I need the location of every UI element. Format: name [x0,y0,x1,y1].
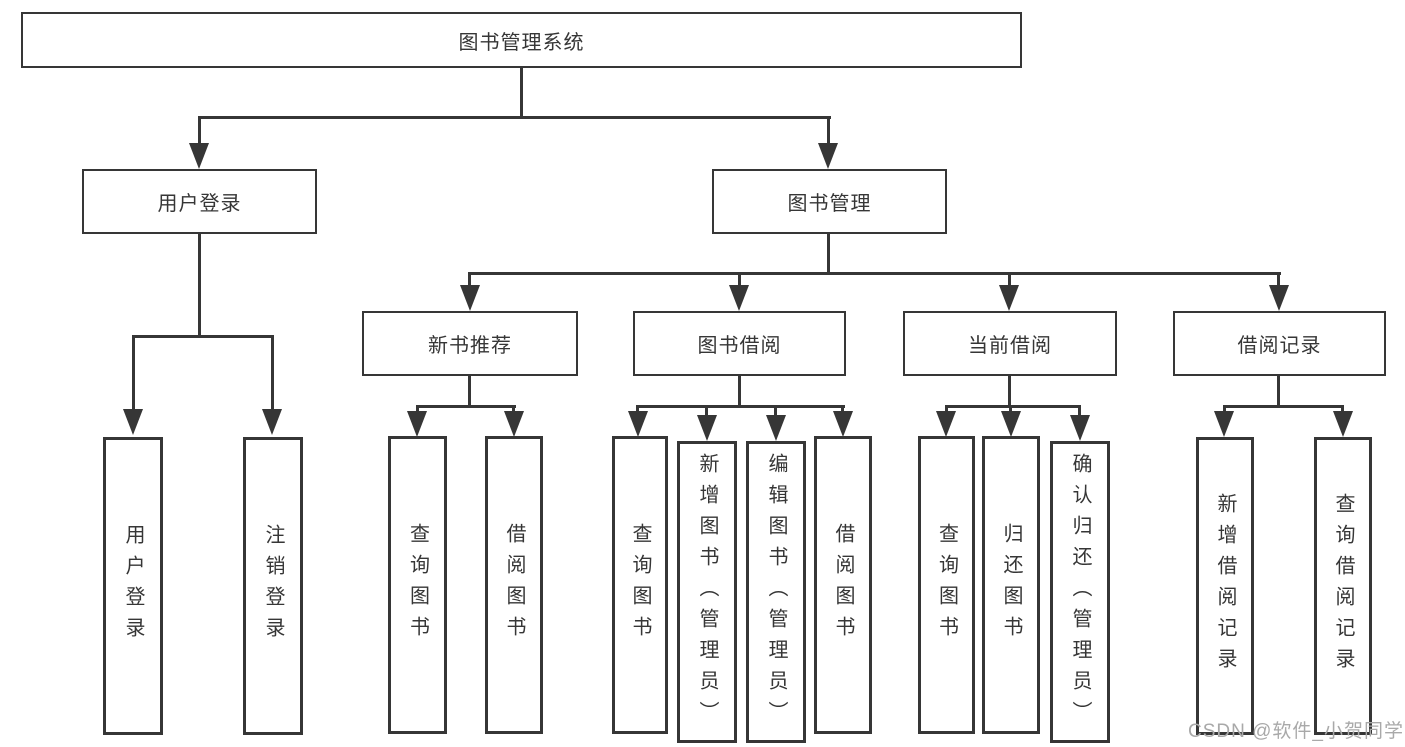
arrow-down [1333,411,1353,437]
node-current-borrow-label: 当前借阅 [968,335,1052,357]
leaf-return-books: 归还图书 [982,436,1040,734]
connector-line [1277,272,1280,287]
connector-root-stem [520,68,523,118]
leaf-query-books-recommend: 查询图书 [388,436,447,734]
arrow-down [1070,415,1090,441]
node-new-book-recommend: 新书推荐 [362,311,578,376]
connector-line [468,272,471,287]
connector-line [132,335,135,411]
arrow-down [504,411,524,437]
arrow-down [262,409,282,435]
leaf-add-book-admin: 新增图书（管理员） [677,441,737,743]
arrow-down [628,411,648,437]
leaf-query-borrow-record-label: 查询借阅记录 [1332,493,1354,679]
arrow-down [407,411,427,437]
connector-new-book-stem [468,375,471,407]
arrow-down [729,285,749,311]
connector-line [271,335,274,411]
connector-records-stem [1277,375,1280,407]
arrow-down [833,411,853,437]
connector-line [512,405,515,413]
node-user-login: 用户登录 [82,169,317,234]
node-book-management: 图书管理 [712,169,947,234]
leaf-borrow-books: 借阅图书 [814,436,872,734]
leaf-user-login: 用户登录 [103,437,163,735]
connector-current-borrow-stem [1008,375,1011,407]
node-new-book-recommend-label: 新书推荐 [428,335,512,357]
connector-line [636,405,639,413]
arrow-down [999,285,1019,311]
node-borrow-records-label: 借阅记录 [1237,335,1322,357]
leaf-logout: 注销登录 [243,437,303,735]
leaf-logout-label: 注销登录 [262,524,284,648]
node-book-borrow-label: 图书借阅 [697,335,782,357]
arrow-down [697,415,717,441]
leaf-borrow-books-recommend-label: 借阅图书 [503,523,525,647]
connector-line [774,405,777,417]
connector-line [945,405,948,413]
arrow-down [936,411,956,437]
watermark: CSDN @软件_小贺同学 [1188,721,1404,742]
leaf-edit-book-admin: 编辑图书（管理员） [746,441,806,743]
connector-line [198,116,201,146]
leaf-query-borrow-record: 查询借阅记录 [1314,437,1372,735]
connector-line [738,272,741,287]
connector-line [827,116,830,146]
node-borrow-records: 借阅记录 [1173,311,1386,376]
connector-line [416,405,419,413]
connector-line [1008,272,1011,287]
node-current-borrow: 当前借阅 [903,311,1117,376]
node-user-login-label: 用户登录 [157,193,242,215]
arrow-down [189,143,209,169]
leaf-add-book-admin-label: 新增图书（管理员） [696,452,718,732]
connector-user-login-stem [198,233,201,337]
connector-line [705,405,708,417]
leaf-borrow-books-label: 借阅图书 [832,523,854,647]
node-book-borrow: 图书借阅 [633,311,846,376]
connector-line [1341,405,1344,413]
leaf-borrow-books-recommend: 借阅图书 [485,436,543,734]
node-book-management-label: 图书管理 [787,193,872,215]
arrow-down [460,285,480,311]
arrow-down [818,143,838,169]
arrow-down [1001,411,1021,437]
arrow-down [766,415,786,441]
leaf-query-books-current: 查询图书 [918,436,975,734]
connector-line [841,405,844,413]
connector-current-borrow-bus [945,405,1081,408]
arrow-down [1269,285,1289,311]
leaf-query-books-borrow-label: 查询图书 [629,523,651,647]
leaf-confirm-return-admin: 确认归还（管理员） [1050,441,1110,743]
connector-user-login-bus [132,335,274,338]
leaf-confirm-return-admin-label: 确认归还（管理员） [1069,452,1091,732]
connector-line [1223,405,1226,413]
node-root: 图书管理系统 [21,12,1022,68]
leaf-edit-book-admin-label: 编辑图书（管理员） [765,452,787,732]
connector-root-bus [198,116,831,119]
connector-line [1078,405,1081,417]
node-root-label: 图书管理系统 [458,31,585,54]
leaf-user-login-label: 用户登录 [122,524,144,648]
leaf-query-books-recommend-label: 查询图书 [406,523,429,647]
leaf-return-books-label: 归还图书 [1000,523,1022,647]
connector-book-mgmt-stem [827,233,830,274]
connector-records-bus [1223,405,1344,408]
arrow-down [1214,411,1234,437]
connector-new-book-bus [416,405,516,408]
connector-line [1009,405,1012,413]
leaf-add-borrow-record: 新增借阅记录 [1196,437,1254,735]
leaf-query-books-borrow: 查询图书 [612,436,668,734]
connector-book-mgmt-bus [468,272,1281,275]
connector-book-borrow-bus [636,405,845,408]
arrow-down [123,409,143,435]
connector-book-borrow-stem [738,375,741,407]
leaf-query-books-current-label: 查询图书 [935,523,958,647]
leaf-add-borrow-record-label: 新增借阅记录 [1214,493,1236,679]
